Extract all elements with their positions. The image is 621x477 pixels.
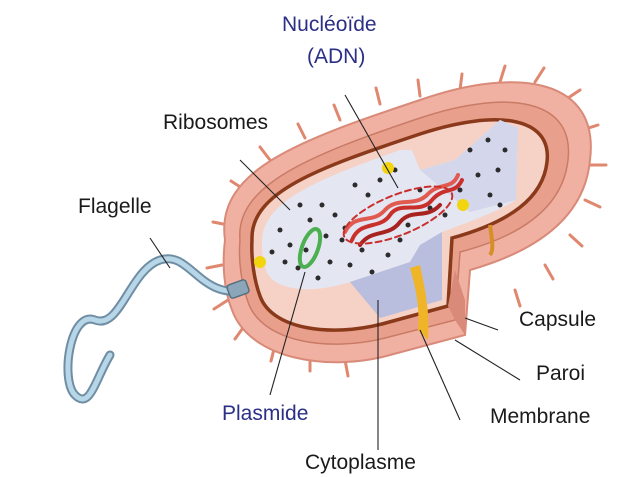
label-ribosomes: Ribosomes	[163, 112, 268, 133]
label-flagelle: Flagelle	[78, 196, 152, 217]
label-membrane: Membrane	[490, 406, 590, 427]
label-cytoplasme: Cytoplasme	[305, 452, 416, 473]
label-nucleoid: Nucléoïde	[282, 14, 377, 35]
label-paroi: Paroi	[536, 363, 585, 384]
label-plasmide: Plasmide	[222, 403, 308, 424]
label-capsule: Capsule	[519, 309, 596, 330]
flagellum	[68, 259, 250, 399]
label-adn: (ADN)	[307, 46, 365, 67]
